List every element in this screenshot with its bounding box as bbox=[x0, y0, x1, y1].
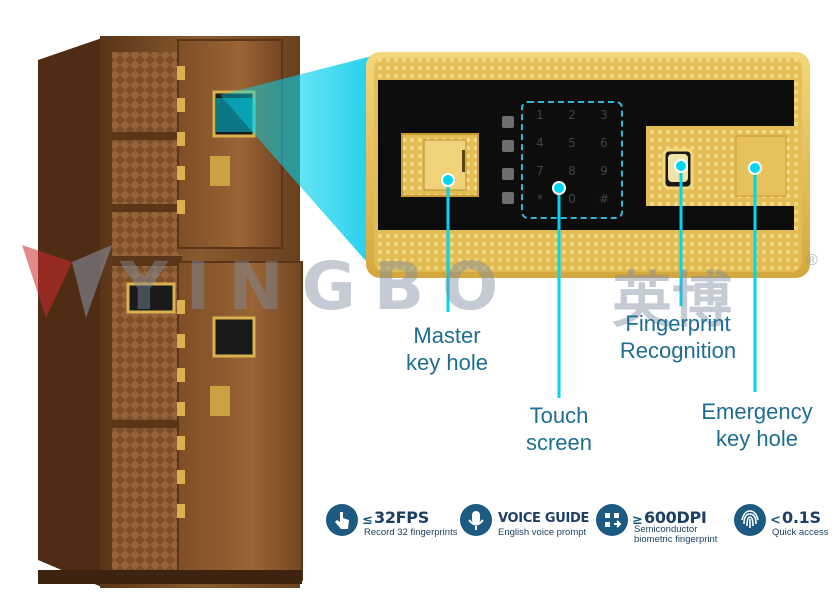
safe-base bbox=[38, 570, 302, 584]
lower-handle bbox=[210, 386, 230, 416]
keypad-key[interactable]: 0 bbox=[568, 192, 576, 206]
lower-door bbox=[177, 261, 303, 581]
callout-touch-screen: Touch screen bbox=[525, 403, 593, 455]
semiconductor-icon bbox=[596, 504, 628, 536]
touch-screen-marker bbox=[552, 181, 566, 195]
feature-quick-access: < 0.1S Quick access bbox=[734, 500, 834, 546]
watermark-chinese: 英博 bbox=[612, 266, 732, 336]
feature-600dpi: ≥ 600DPI Semiconductor biometric fingerp… bbox=[596, 500, 732, 546]
master-key-hole-marker bbox=[441, 173, 455, 187]
watermark-logo bbox=[22, 245, 112, 318]
watermark-text: YINGBO bbox=[120, 248, 516, 325]
fingerprint-marker bbox=[674, 159, 688, 173]
emergency-key-hole-marker bbox=[748, 161, 762, 175]
feature-voice-guide: VOICE GUIDE English voice prompt bbox=[460, 500, 590, 546]
touch-keypad: 1 2 3 4 5 6 7 8 9 * 0 # bbox=[530, 108, 616, 212]
keypad-key[interactable]: 3 bbox=[600, 108, 608, 122]
keypad-key[interactable]: 1 bbox=[536, 108, 544, 122]
inner-drawer-lock bbox=[126, 282, 176, 314]
keypad-key[interactable]: * bbox=[537, 192, 543, 206]
keypad-key[interactable]: # bbox=[598, 192, 610, 206]
feature-32fps: ≤ 32FPS Record 32 fingerprints bbox=[326, 500, 457, 546]
fingerprint-icon bbox=[734, 504, 766, 536]
keypad-key[interactable]: 4 bbox=[536, 136, 544, 150]
touch-screen-outline bbox=[521, 101, 623, 219]
watermark-latin: YINGBO bbox=[120, 248, 517, 325]
keypad-key[interactable]: 9 bbox=[600, 164, 608, 178]
upper-handle bbox=[210, 156, 230, 186]
registered-mark: ® bbox=[806, 252, 818, 269]
keypad-key[interactable]: 8 bbox=[568, 164, 576, 178]
touch-finger-icon bbox=[326, 504, 358, 536]
callout-emergency-key-hole: Emergency key hole bbox=[701, 399, 813, 451]
zoom-beam bbox=[220, 56, 372, 268]
microphone-icon bbox=[460, 504, 492, 536]
keypad-key[interactable]: 2 bbox=[568, 108, 576, 122]
keypad-key[interactable]: 7 bbox=[536, 164, 544, 178]
callout-master-key-hole: Master key hole bbox=[406, 323, 488, 375]
lower-keypad bbox=[212, 316, 256, 358]
callout-fingerprint: Fingerprint Recognition bbox=[619, 311, 737, 363]
safe-side-panel bbox=[38, 38, 104, 588]
key-slot bbox=[462, 150, 465, 172]
keypad-key[interactable]: 5 bbox=[568, 136, 576, 150]
keypad-key[interactable]: 6 bbox=[600, 136, 608, 150]
